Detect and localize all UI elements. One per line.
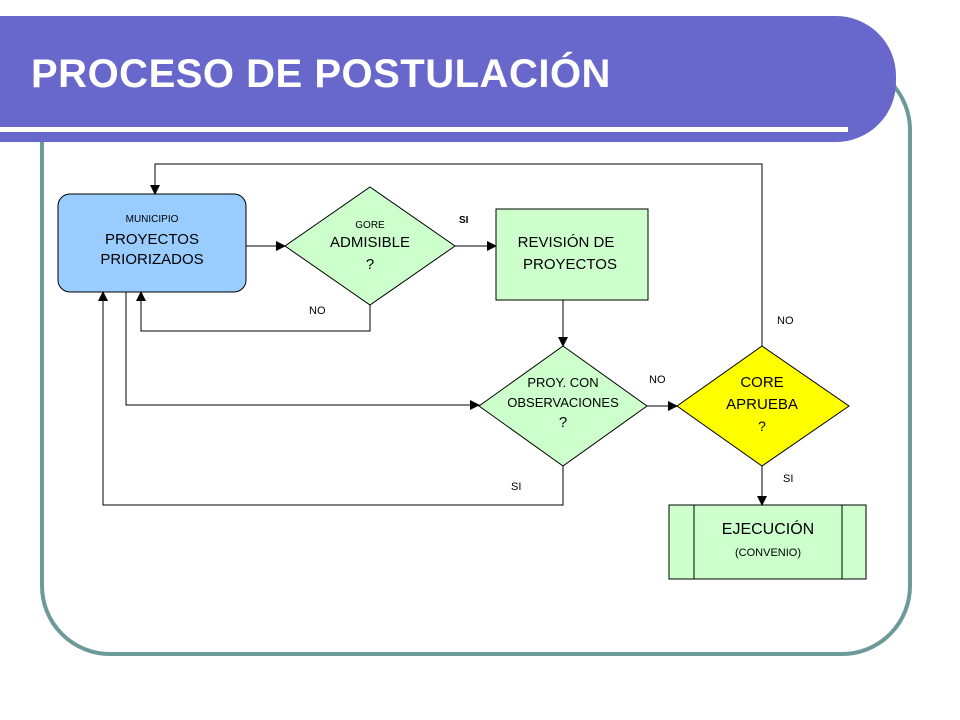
ejecucion-box — [668, 504, 867, 580]
core-line2: APRUEBA — [726, 396, 798, 413]
arrow-observaciones-si-to-municipio — [98, 291, 564, 506]
revision-line1: REVISIÓN DE — [517, 234, 615, 251]
gore-caption: GORE — [355, 220, 385, 231]
edge-label-core-si: SI — [783, 473, 794, 485]
title-bar — [0, 16, 896, 142]
edge-label-gore-no: NO — [309, 305, 326, 317]
edge-label-obs-si: SI — [511, 481, 522, 493]
gore-line1: ADMISIBLE — [329, 234, 411, 251]
observaciones-line2: OBSERVACIONES — [507, 395, 619, 410]
municipio-line1: PROYECTOS — [105, 231, 199, 248]
revision-line2: PROYECTOS — [523, 256, 617, 273]
core-line1: CORE — [740, 374, 784, 391]
arrow-core-no-to-municipio — [150, 163, 763, 346]
title-underline — [0, 127, 848, 132]
observaciones-line1: PROY. CON — [527, 375, 599, 390]
edge-label-core-no: NO — [777, 315, 794, 327]
edge-label-gore-si: SI — [459, 215, 469, 226]
municipio-line2: PRIORIZADOS — [100, 251, 204, 268]
core-line3: ? — [758, 418, 766, 434]
gore-line2: ? — [365, 256, 375, 273]
ejecucion-line2: (CONVENIO) — [735, 547, 801, 559]
ejecucion-line1: EJECUCIÓN — [721, 521, 815, 538]
slide-title: PROCESO DE POSTULACIÓN — [31, 52, 611, 96]
edge-label-obs-no: NO — [649, 374, 666, 386]
revision-box — [495, 208, 649, 301]
arrow-municipio-to-observaciones — [125, 292, 480, 410]
municipio-caption: MUNICIPIO — [125, 214, 179, 225]
arrow-gore-no-to-municipio — [136, 291, 371, 332]
observaciones-line3: ? — [558, 414, 568, 431]
